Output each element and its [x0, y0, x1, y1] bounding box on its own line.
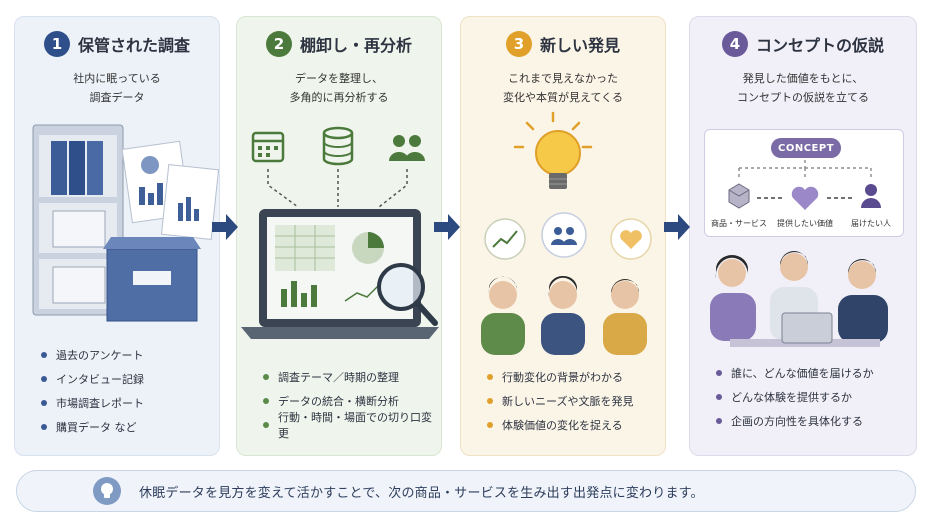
concept-card: CONCEPT 商品・サービス 提供したい価値 届けたい人 — [704, 129, 904, 237]
concept-item-product: 商品・サービス — [711, 219, 767, 228]
list-item: 企画の方向性を具体化する — [716, 409, 874, 433]
list-item: どんな体験を提供するか — [716, 385, 874, 409]
list-item: 購買データ など — [41, 415, 144, 439]
list-item: データの統合・横断分析 — [263, 389, 441, 413]
step-3-panel: 3 新しい発見 これまで見えなかった 変化や本質が見えてくる — [460, 16, 666, 456]
people-bubble-icon — [541, 212, 587, 258]
summary-banner: 休眠データを見方を変えて活かすことで、次の商品・サービスを生み出す出発点に変わり… — [16, 470, 916, 512]
chart-bubble-icon — [484, 218, 526, 260]
list-item: 市場調査レポート — [41, 391, 144, 415]
arrow-right-icon — [212, 214, 238, 240]
list-item: 行動・時間・場面での切り口変更 — [263, 411, 441, 440]
step-1-number: 1 — [43, 31, 70, 57]
calendar-icon — [251, 131, 285, 163]
list-item: 体験価値の変化を捉える — [487, 413, 633, 437]
step-3-title: 新しい発見 — [539, 36, 620, 55]
step-3-subtitle: これまで見えなかった 変化や本質が見えてくる — [503, 72, 623, 104]
step-2-bullet-list: 調査テーマ／時期の整理 データの統合・横断分析 行動・時間・場面での切り口変更 — [263, 365, 441, 440]
step-2-title: 棚卸し・再分析 — [299, 36, 412, 55]
step-2-number: 2 — [265, 31, 292, 57]
step-2-subtitle: データを整理し、 多角的に再分析する — [289, 72, 389, 104]
step-4-bullet-list: 誰に、どんな価値を届けるか どんな体験を提供するか 企画の方向性を具体化する — [716, 361, 874, 433]
person-icon — [861, 184, 881, 208]
step-4-panel: 4 コンセプトの仮説 発見した価値をもとに、 コンセプトの仮説を立てる CONC… — [689, 16, 917, 456]
heart-icon — [791, 186, 819, 210]
step-2-panel: 2 棚卸し・再分析 データを整理し、 多角的に再分析する — [236, 16, 442, 456]
discovery-illustration — [481, 111, 652, 355]
step-1-bullet-list: 過去のアンケート インタビュー記録 市場調査レポート 購買データ など — [41, 343, 144, 439]
concept-item-target: 届けたい人 — [851, 219, 891, 228]
team-meeting-illustration — [710, 251, 888, 347]
step-4-subtitle: 発見した価値をもとに、 コンセプトの仮説を立てる — [737, 72, 869, 104]
step-4-title: コンセプトの仮説 — [755, 36, 884, 55]
people-icon — [389, 135, 425, 161]
archive-illustration — [32, 124, 220, 322]
step-1-panel: 1 保管された調査 社内に眠っている 調査データ 過去のアンケート インタビュー… — [14, 16, 220, 456]
reanalysis-illustration — [241, 126, 439, 339]
concept-diagram — [728, 160, 881, 210]
step-1-header: 1 保管された調査 — [15, 31, 219, 57]
magnifier-icon — [377, 263, 438, 326]
step-1-subtitle: 社内に眠っている 調査データ — [73, 72, 161, 104]
step-1-title: 保管された調査 — [77, 36, 190, 55]
list-item: 誰に、どんな価値を届けるか — [716, 361, 874, 385]
arrow-right-icon — [664, 214, 690, 240]
step-2-header: 2 棚卸し・再分析 — [237, 31, 441, 57]
list-item: 行動変化の背景がわかる — [487, 365, 633, 389]
step-4-header: 4 コンセプトの仮説 — [690, 31, 916, 57]
list-item: 過去のアンケート — [41, 343, 144, 367]
heart-bubble-icon — [610, 218, 652, 260]
summary-text: 休眠データを見方を変えて活かすことで、次の商品・サービスを生み出す出発点に変わり… — [139, 485, 704, 501]
arrow-right-icon — [434, 214, 460, 240]
list-item: 調査テーマ／時期の整理 — [263, 365, 441, 389]
lightbulb-icon — [513, 111, 593, 189]
lightbulb-icon — [93, 477, 121, 505]
list-item: 新しいニーズや文脈を発見 — [487, 389, 633, 413]
step-3-bullet-list: 行動変化の背景がわかる 新しいニーズや文脈を発見 体験価値の変化を捉える — [487, 365, 633, 437]
list-item: インタビュー記録 — [41, 367, 144, 391]
concept-item-value: 提供したい価値 — [777, 219, 833, 228]
database-icon — [322, 126, 354, 166]
step-3-header: 3 新しい発見 — [461, 31, 665, 57]
step-3-number: 3 — [505, 31, 532, 57]
step-4-number: 4 — [721, 31, 748, 57]
cube-icon — [728, 183, 750, 209]
concept-label: CONCEPT — [771, 138, 841, 158]
